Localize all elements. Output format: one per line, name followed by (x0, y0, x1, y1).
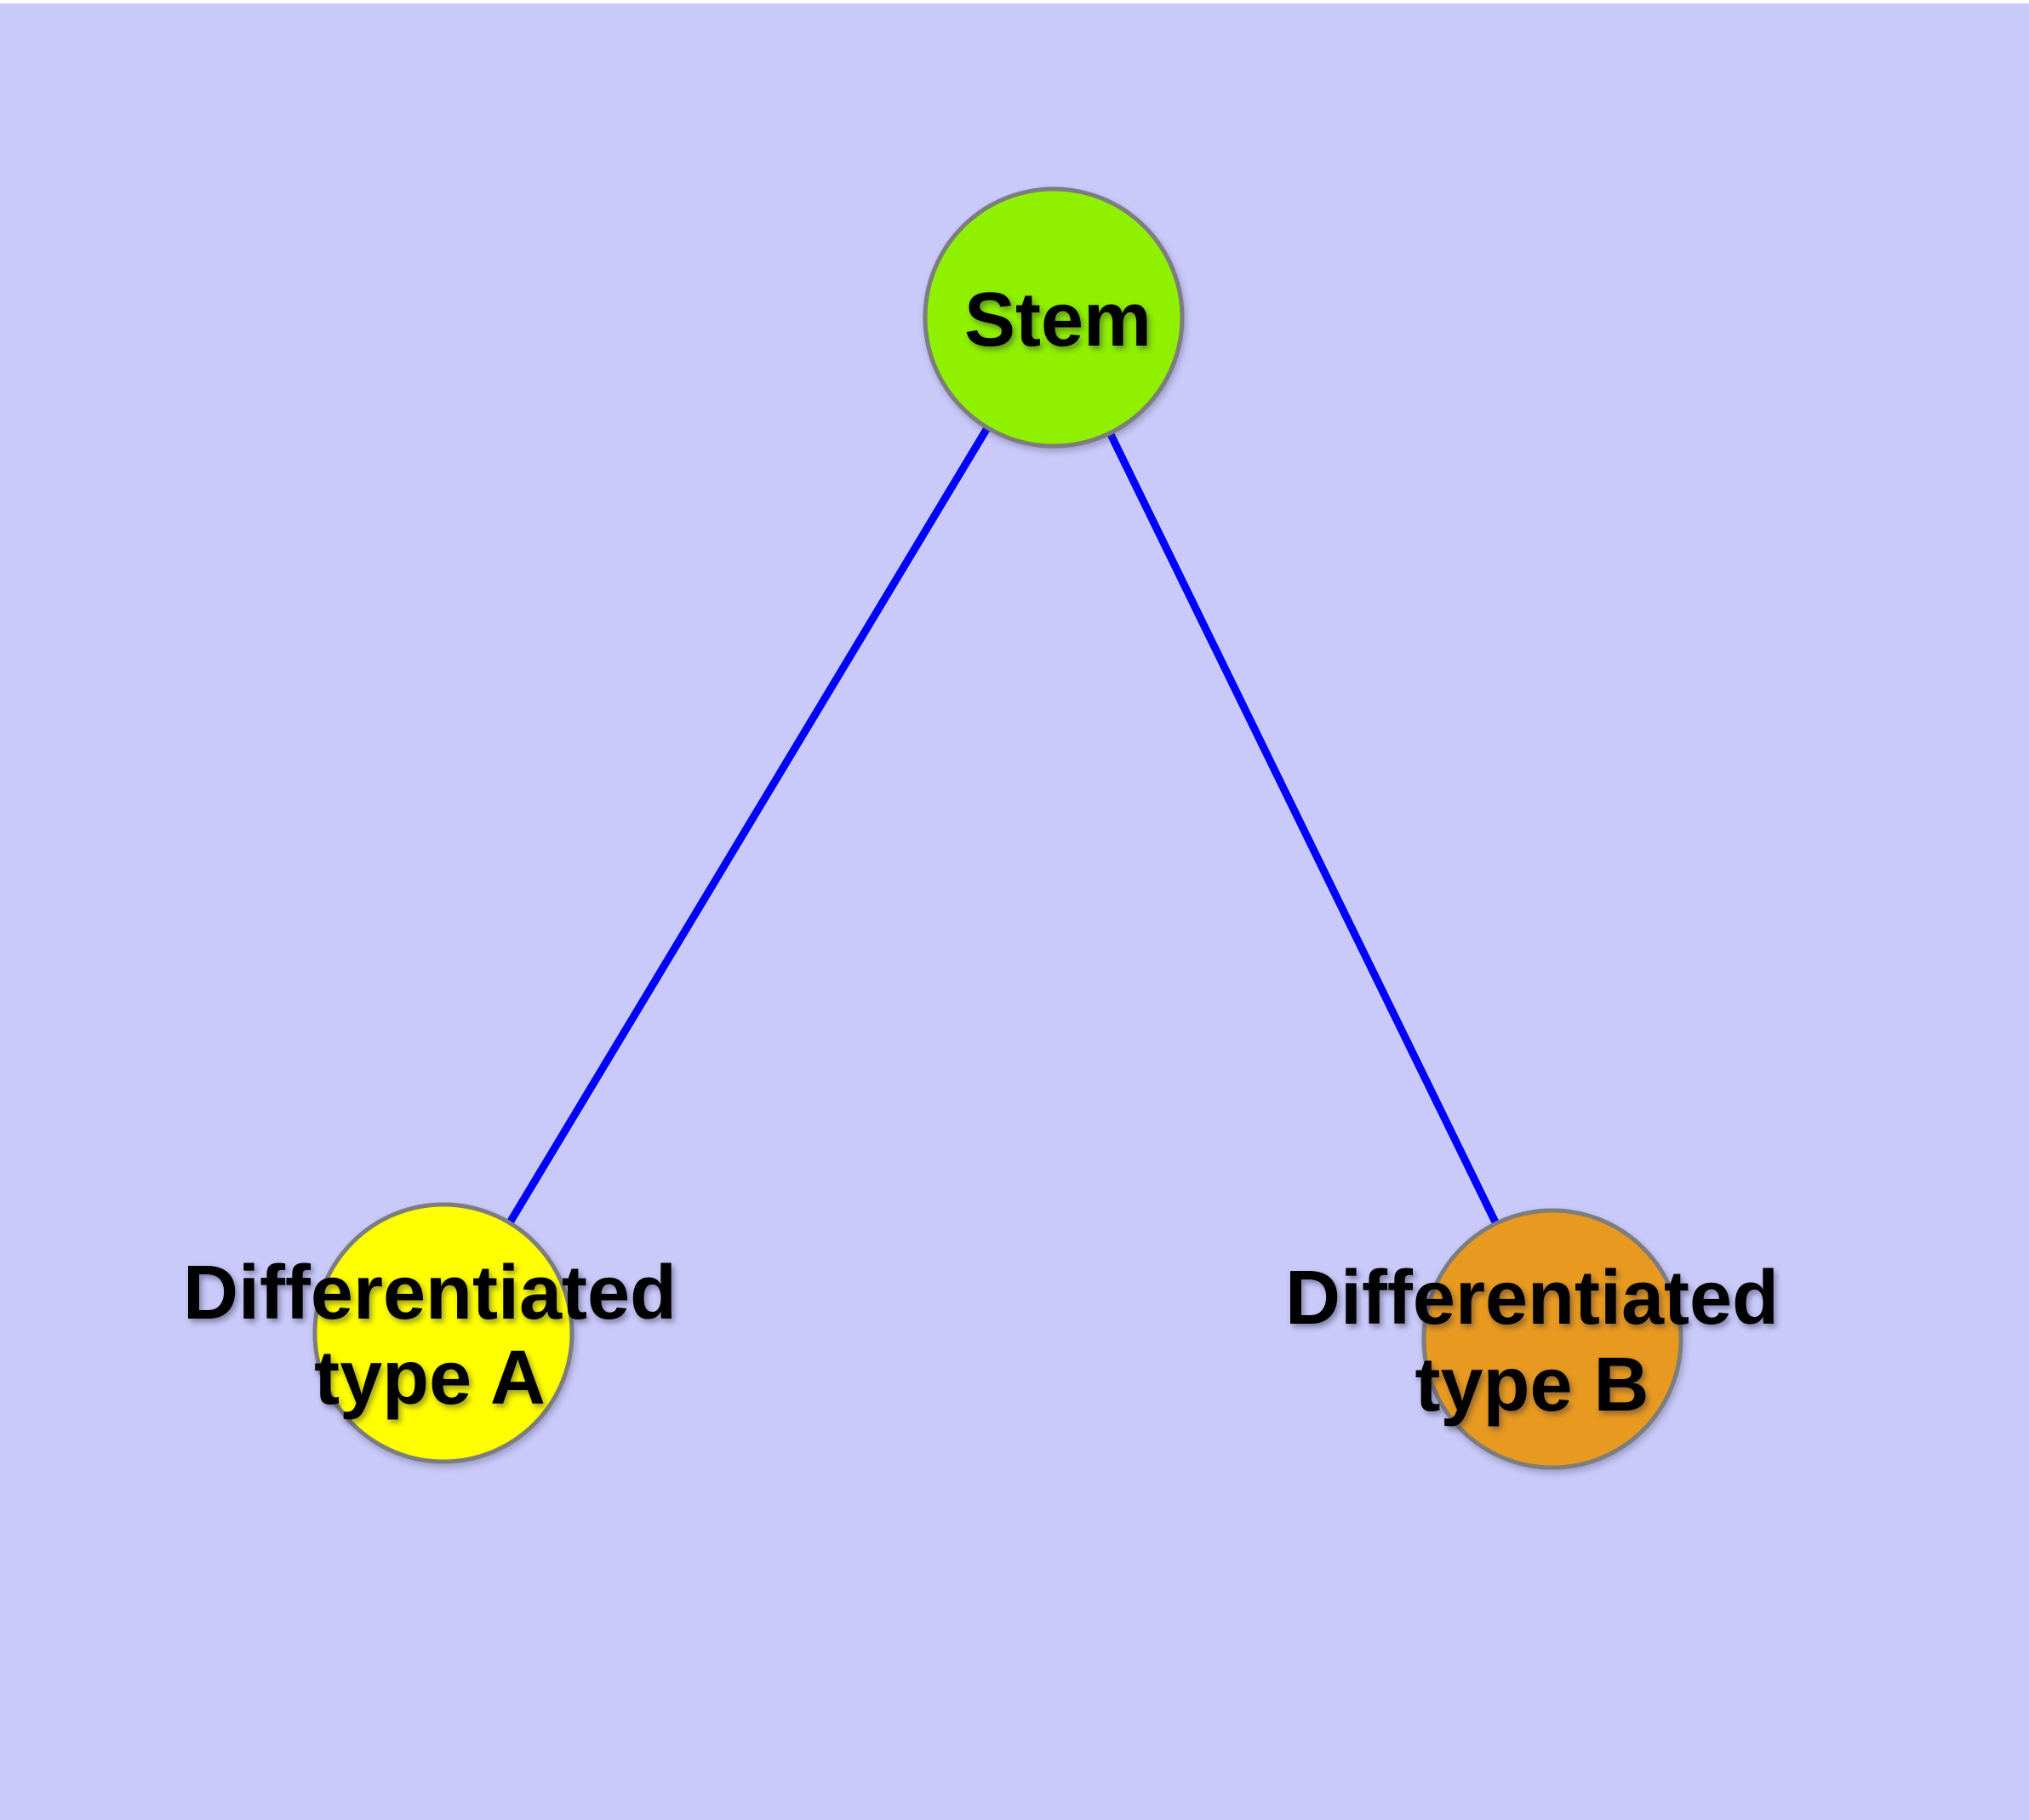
node-stem-circle (923, 186, 1185, 449)
node-type-a-circle (312, 1202, 574, 1464)
node-stem: Stem (923, 186, 1185, 449)
edge-stem-to-type-a (440, 315, 1057, 1336)
edge-group (440, 315, 1557, 1341)
node-type-a-label-line-2: type A (314, 1336, 546, 1421)
edge-stem-to-type-b (1049, 316, 1557, 1341)
node-type-a-label-line-1: Differentiated (183, 1251, 677, 1336)
node-differentiated-type-a: Differentiated type A (183, 1202, 677, 1464)
node-differentiated-type-b: Differentiated type B (1285, 1208, 1779, 1470)
node-type-b-label-line-2: type B (1415, 1342, 1649, 1428)
node-type-b-circle (1421, 1208, 1683, 1470)
node-type-b-label-line-1: Differentiated (1285, 1256, 1779, 1341)
node-stem-label: Stem (964, 278, 1152, 363)
